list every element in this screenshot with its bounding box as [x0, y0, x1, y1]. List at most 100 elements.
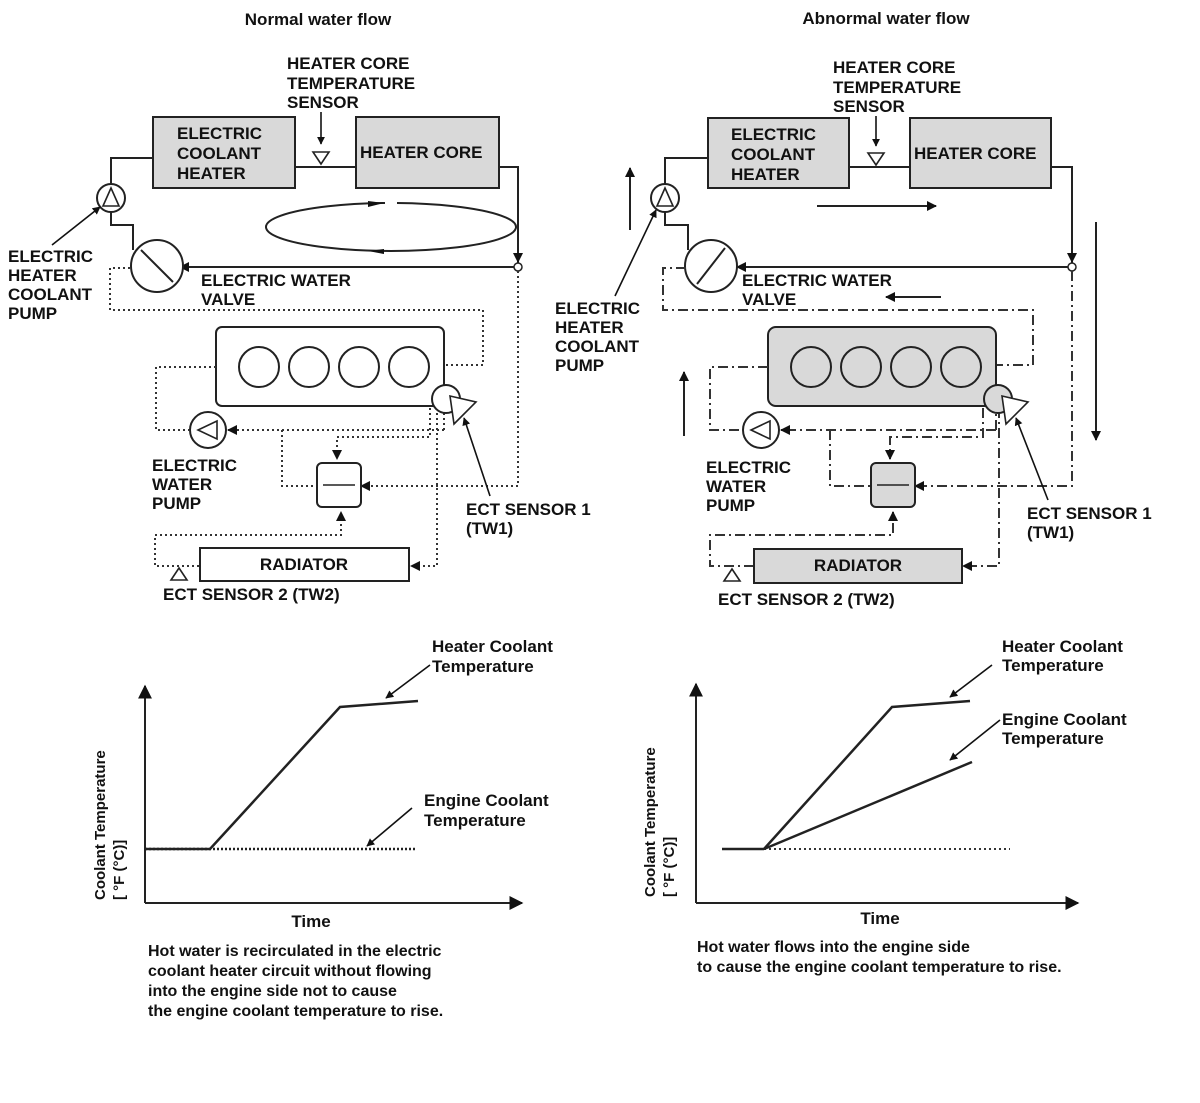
- svg-text:ELECTRIC: ELECTRIC: [555, 299, 640, 318]
- y-axis-label: Coolant Temperature: [642, 747, 659, 897]
- svg-text:HEATER CORE: HEATER CORE: [360, 143, 482, 162]
- cylinder: [388, 346, 430, 388]
- cylinder: [840, 346, 882, 388]
- abnormal-flow-title: Abnormal water flow: [802, 9, 970, 28]
- svg-text:TEMPERATURE: TEMPERATURE: [833, 78, 961, 97]
- svg-text:HEATER CORE: HEATER CORE: [287, 54, 409, 73]
- svg-text:HEATER: HEATER: [177, 164, 246, 183]
- pump-triangle-icon: [196, 419, 218, 441]
- ect-sensor-1-label: ECT SENSOR 1: [1027, 504, 1152, 523]
- radiator: [199, 547, 410, 582]
- normal-caption: Hot water is recirculated in the electri…: [148, 943, 443, 1020]
- engine-circuit-dotted: [109, 267, 484, 366]
- normal-flow-title: Normal water flow: [245, 10, 392, 29]
- svg-text:VALVE: VALVE: [742, 290, 796, 309]
- svg-text:Temperature: Temperature: [424, 811, 526, 830]
- valve-slash-icon: [140, 249, 174, 283]
- heater-coolant-label: Heater Coolant: [1002, 637, 1123, 656]
- ect-sensor-2-label: ECT SENSOR 2 (TW2): [718, 590, 895, 609]
- pump-to-heater-pipe: [664, 157, 708, 184]
- abnormal-caption: Hot water flows into the engine side to …: [697, 939, 1062, 976]
- svg-text:[ °F (°C)]: [ °F (°C)]: [111, 840, 128, 900]
- ect-sensor-2-label: ECT SENSOR 2 (TW2): [163, 585, 340, 604]
- svg-text:SENSOR: SENSOR: [833, 97, 905, 116]
- svg-text:(TW1): (TW1): [1027, 523, 1074, 542]
- svg-text:PUMP: PUMP: [555, 356, 604, 375]
- svg-text:HEATER CORE: HEATER CORE: [833, 58, 955, 77]
- svg-text:RADIATOR: RADIATOR: [814, 556, 902, 575]
- svg-text:COOLANT: COOLANT: [555, 337, 640, 356]
- engine-coolant-label: Engine Coolant: [424, 791, 549, 810]
- svg-text:coolant heater circuit without: coolant heater circuit without flowing: [148, 963, 432, 980]
- svg-text:PUMP: PUMP: [152, 494, 201, 513]
- svg-text:Temperature: Temperature: [1002, 656, 1104, 675]
- cylinder: [940, 346, 982, 388]
- electric-water-valve-label: ELECTRIC WATER: [742, 271, 892, 290]
- svg-text:into the engine side not to ca: into the engine side not to cause: [148, 983, 397, 1000]
- svg-text:Temperature: Temperature: [432, 657, 534, 676]
- recirculation-loop: [265, 202, 517, 252]
- cylinder: [790, 346, 832, 388]
- svg-text:ELECTRIC: ELECTRIC: [8, 247, 93, 266]
- svg-text:HEATER CORE: HEATER CORE: [914, 144, 1036, 163]
- valve-to-pump-pipe: [110, 212, 134, 250]
- electric-water-valve-label: ELECTRIC WATER: [201, 271, 351, 290]
- engine-circuit-dashdot: [662, 267, 1034, 366]
- pump-triangle-icon: [101, 186, 121, 207]
- normal-temperature-chart: Coolant Temperature [ °F (°C)] Time Heat…: [92, 637, 553, 931]
- heater-coolant-line: [763, 699, 971, 850]
- svg-text:HEATER: HEATER: [555, 318, 624, 337]
- cylinder: [288, 346, 330, 388]
- pump-to-heater-pipe: [110, 157, 153, 184]
- pump-triangle-icon: [655, 186, 675, 207]
- svg-text:ELECTRIC: ELECTRIC: [177, 124, 262, 143]
- svg-text:SENSOR: SENSOR: [287, 93, 359, 112]
- engine-coolant-line: [763, 760, 973, 851]
- electric-water-pump-label: ELECTRIC: [152, 456, 237, 475]
- svg-text:COOLANT: COOLANT: [731, 145, 816, 164]
- svg-text:ELECTRIC: ELECTRIC: [731, 125, 816, 144]
- svg-text:VALVE: VALVE: [201, 290, 255, 309]
- electric-water-pump-label: ELECTRIC: [706, 458, 791, 477]
- heater-core-sensor-label: HEATER CORE TEMPERATURE SENSOR: [833, 58, 961, 116]
- radiator: [753, 548, 963, 584]
- heater-core: [909, 117, 1052, 189]
- electric-heater-coolant-pump-label: ELECTRIC HEATER COOLANT PUMP: [555, 299, 640, 375]
- svg-text:RADIATOR: RADIATOR: [260, 555, 348, 574]
- electric-coolant-heater: [152, 116, 296, 189]
- cylinder: [338, 346, 380, 388]
- x-axis-label: Time: [291, 912, 330, 931]
- normal-flow-panel: Normal water flow HEATER CORE TEMPERATUR…: [8, 10, 591, 1020]
- svg-text:COOLANT: COOLANT: [177, 144, 262, 163]
- heater-core-sensor-label: HEATER CORE TEMPERATURE SENSOR: [287, 54, 415, 112]
- junction-node: [513, 262, 523, 272]
- ect-sensor-1-label: ECT SENSOR 1: [466, 500, 591, 519]
- svg-text:Hot water is recirculated in t: Hot water is recirculated in the electri…: [148, 943, 442, 960]
- pump-triangle-icon: [749, 419, 771, 441]
- svg-text:[ °F (°C)]: [ °F (°C)]: [661, 837, 678, 897]
- cylinder: [890, 346, 932, 388]
- heater-coolant-line: [145, 699, 419, 851]
- svg-text:WATER: WATER: [152, 475, 212, 494]
- svg-text:TEMPERATURE: TEMPERATURE: [287, 74, 415, 93]
- valve-slash-icon: [696, 247, 726, 285]
- svg-text:(TW1): (TW1): [466, 519, 513, 538]
- svg-text:WATER: WATER: [706, 477, 766, 496]
- electric-heater-coolant-pump-label: ELECTRIC HEATER COOLANT PUMP: [8, 247, 93, 323]
- x-axis-label: Time: [860, 909, 899, 928]
- ect-sensor-2-icon: [722, 567, 742, 582]
- heater-core-sensor-icon: [311, 151, 331, 166]
- svg-text:COOLANT: COOLANT: [8, 285, 93, 304]
- svg-text:HEATER: HEATER: [8, 266, 77, 285]
- ect-sensor-1-icon: [1001, 394, 1030, 426]
- svg-text:Hot water flows into the engin: Hot water flows into the engine side: [697, 939, 970, 956]
- valve-to-pump-pipe: [664, 212, 689, 250]
- junction-node: [1067, 262, 1077, 272]
- engine-coolant-label: Engine Coolant: [1002, 710, 1127, 729]
- ect-sensor-2-icon: [169, 566, 189, 581]
- heater-core: [355, 116, 500, 189]
- svg-text:PUMP: PUMP: [8, 304, 57, 323]
- svg-text:to cause the engine coolant te: to cause the engine coolant temperature …: [697, 959, 1062, 976]
- heater-return-pipe: [736, 166, 1073, 272]
- ect-sensor-1-icon: [449, 394, 478, 426]
